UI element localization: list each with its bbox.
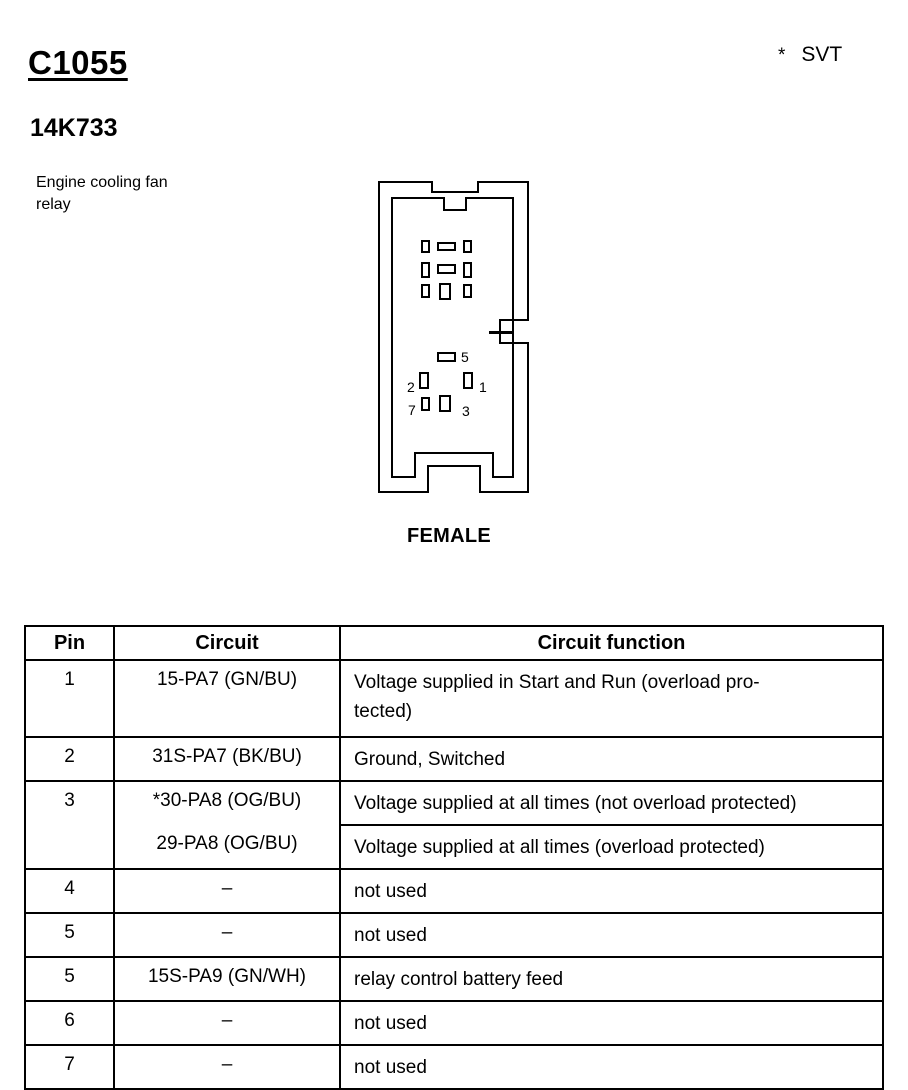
- pin-7-cavity: [421, 397, 430, 411]
- circuit-cell: 15S-PA9 (GN/WH): [113, 956, 341, 1002]
- header-circuit: Circuit: [113, 625, 341, 661]
- pin-cell: 5: [24, 912, 115, 958]
- circuit-cell: 15-PA7 (GN/BU): [113, 659, 341, 738]
- pin-cell: 1: [24, 659, 115, 738]
- table-row: 5 – not used: [24, 912, 884, 958]
- table-header-row: Pin Circuit Circuit function: [24, 625, 884, 661]
- table-row: 2 31S-PA7 (BK/BU) Ground, Switched: [24, 736, 884, 782]
- table-row: 7 – not used: [24, 1044, 884, 1090]
- table-row: 3 *30-PA8 (OG/BU) Voltage supplied at al…: [24, 780, 884, 826]
- header-pin: Pin: [24, 625, 115, 661]
- footnote-marker: *: [778, 45, 786, 66]
- table-row: 5 15S-PA9 (GN/WH) relay control battery …: [24, 956, 884, 1002]
- housing-outline: [378, 181, 529, 493]
- circuit-cell: –: [113, 1000, 341, 1046]
- function-cell: not used: [339, 868, 884, 914]
- pin-cell: 4: [24, 868, 115, 914]
- circuit-cell: –: [113, 1044, 341, 1090]
- pin-cell: 3: [24, 780, 115, 825]
- function-cell: Voltage supplied at all times (not overl…: [339, 780, 884, 826]
- circuit-cell: –: [113, 912, 341, 958]
- pin-label-7: 7: [408, 402, 416, 418]
- table-row: 4 – not used: [24, 868, 884, 914]
- circuit-cell: 31S-PA7 (BK/BU): [113, 736, 341, 782]
- pin-label-1: 1: [479, 379, 487, 395]
- pin-cell: 6: [24, 1000, 115, 1046]
- connector-gender: FEMALE: [407, 525, 492, 547]
- housing-inner: [391, 197, 514, 478]
- pin-cell: 5: [24, 956, 115, 1002]
- pinout-table: Pin Circuit Circuit function 1 15-PA7 (G…: [24, 625, 884, 1090]
- table-row: 1 15-PA7 (GN/BU) Voltage supplied in Sta…: [24, 659, 884, 738]
- part-number: 14K733: [30, 114, 118, 142]
- pin-cell: [24, 825, 115, 870]
- pin-cell: 7: [24, 1044, 115, 1090]
- pin-5-cavity: [437, 352, 456, 362]
- header-circuit-function: Circuit function: [339, 625, 884, 661]
- function-cell: Ground, Switched: [339, 736, 884, 782]
- function-cell: not used: [339, 912, 884, 958]
- function-cell: relay control battery feed: [339, 956, 884, 1002]
- circuit-cell: 29-PA8 (OG/BU): [113, 825, 341, 870]
- pin-2-cavity: [419, 372, 429, 389]
- function-cell: not used: [339, 1000, 884, 1046]
- table-row: 29-PA8 (OG/BU) Voltage supplied at all t…: [24, 824, 884, 870]
- pin-cell: 2: [24, 736, 115, 782]
- table-row: 6 – not used: [24, 1000, 884, 1046]
- circuit-cell: *30-PA8 (OG/BU): [113, 780, 341, 825]
- function-cell: Voltage supplied at all times (overload …: [339, 824, 884, 870]
- pin-label-5: 5: [461, 349, 469, 365]
- connector-id: C1055: [28, 44, 128, 81]
- connector-face-diagram: 5 2 1 7 3: [378, 181, 529, 493]
- connector-description: Engine cooling fan relay: [36, 174, 168, 213]
- function-cell: Voltage supplied in Start and Run (overl…: [339, 659, 884, 738]
- circuit-cell: –: [113, 868, 341, 914]
- footnote: * SVT: [778, 43, 842, 67]
- footnote-text: SVT: [801, 43, 843, 66]
- function-cell: not used: [339, 1044, 884, 1090]
- pin-1-cavity: [463, 372, 473, 389]
- pin-label-2: 2: [407, 379, 415, 395]
- pin-3-cavity: [439, 395, 451, 412]
- pin-label-3: 3: [462, 403, 470, 419]
